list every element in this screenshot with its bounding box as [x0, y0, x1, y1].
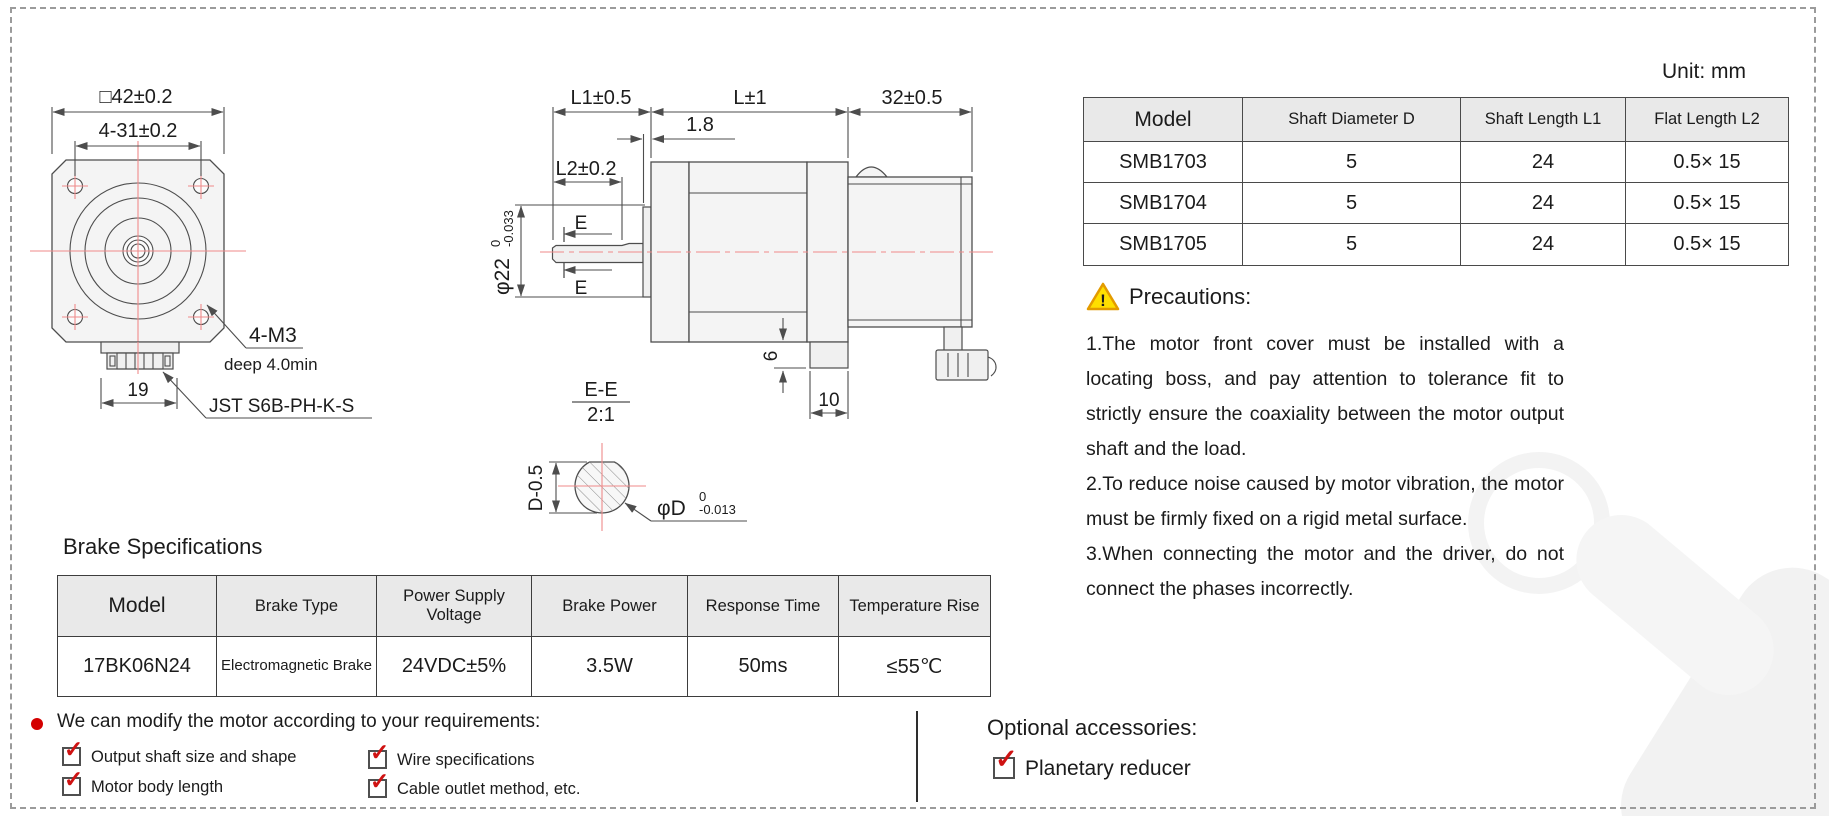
- model-cell: SMB1703: [1083, 141, 1243, 183]
- header-cell: Model: [1083, 97, 1243, 142]
- customization-intro: We can modify the motor according to you…: [57, 711, 541, 732]
- dim-shaft-diameter-tol-upper: 0: [699, 489, 706, 504]
- header-cell: Shaft Length L1: [1460, 97, 1626, 142]
- dim-flat-length: L2±0.2: [555, 158, 616, 180]
- table-header-row: Model Brake Type Power Supply Voltage Br…: [57, 575, 991, 637]
- data-cell: 5: [1242, 223, 1461, 266]
- header-cell: Response Time: [687, 575, 839, 637]
- section-divider: [916, 711, 918, 802]
- section-view-drawing: E-E 2:1 D-0.5 φD 0 -0.013: [526, 379, 747, 531]
- precaution-item: 3.When connecting the motor and the driv…: [1086, 543, 1564, 600]
- precautions-title: Precautions:: [1129, 284, 1252, 309]
- dim-shaft-diameter-tol-lower: -0.013: [699, 502, 736, 517]
- dim-rear-length: 32±0.5: [881, 87, 942, 109]
- warning-icon: !: [1086, 282, 1120, 311]
- header-cell: Brake Power: [531, 575, 688, 637]
- checkbox-icon: ✓: [62, 738, 83, 766]
- header-cell: Power Supply Voltage: [376, 575, 532, 637]
- dim-shaft-flat: D-0.5: [526, 465, 547, 511]
- checkmark-icon: ✓: [995, 744, 1018, 774]
- header-cell: Shaft Diameter D: [1242, 97, 1461, 142]
- data-cell: 50ms: [687, 636, 839, 697]
- data-cell: 0.5× 15: [1625, 223, 1789, 266]
- option-label: Cable outlet method, etc.: [397, 780, 581, 798]
- accessories-title: Optional accessories:: [987, 715, 1198, 740]
- data-cell: 24: [1460, 182, 1626, 224]
- model-cell: 17BK06N24: [57, 636, 217, 697]
- table-row: 17BK06N24 Electromagnetic Brake 24VDC±5%…: [57, 636, 991, 697]
- customization-option: ✓ Cable outlet method, etc.: [368, 770, 581, 799]
- bullet-icon: [31, 718, 43, 730]
- model-cell: SMB1704: [1083, 182, 1243, 224]
- dim-body-length: L±1: [733, 87, 766, 109]
- precautions-body: 1.The motor front cover must be installe…: [1086, 327, 1564, 607]
- section-mark-top: E: [575, 213, 588, 234]
- checkmark-icon: ✓: [370, 768, 390, 794]
- option-label: Output shaft size and shape: [91, 748, 297, 766]
- customization-option: ✓ Output shaft size and shape: [62, 738, 297, 767]
- svg-text:!: !: [1100, 291, 1106, 310]
- checkmark-icon: ✓: [64, 736, 84, 762]
- dim-hole-spacing: 4-31±0.2: [99, 120, 178, 142]
- option-label: Motor body length: [91, 778, 224, 796]
- data-cell: 5: [1242, 182, 1461, 224]
- header-cell: Brake Type: [216, 575, 377, 637]
- label-connector-type: JST S6B-PH-K-S: [209, 396, 354, 417]
- table-row: SMB1704 5 24 0.5× 15: [1083, 182, 1789, 224]
- data-cell: 24VDC±5%: [376, 636, 532, 697]
- data-cell: 0.5× 15: [1625, 182, 1789, 224]
- checkbox-icon: ✓: [368, 770, 389, 798]
- label-mounting-depth: deep 4.0min: [224, 355, 318, 374]
- brake-specifications-title: Brake Specifications: [63, 534, 263, 559]
- data-cell: 24: [1460, 223, 1626, 266]
- section-title: E-E: [584, 379, 617, 401]
- checkbox-icon: ✓: [62, 768, 83, 796]
- checkbox-icon: ✓: [993, 746, 1018, 779]
- dim-shaft-length: L1±0.5: [570, 87, 631, 109]
- dim-tab-width: 10: [818, 390, 839, 411]
- side-view-drawing: L1±0.5 L±1 32±0.5 1.8 L2±0.2 φ22 0: [488, 87, 998, 419]
- customization-option: ✓ Motor body length: [62, 768, 224, 797]
- dimensions-table: Model Shaft Diameter D Shaft Length L1 F…: [1083, 97, 1789, 266]
- table-header-row: Model Shaft Diameter D Shaft Length L1 F…: [1083, 97, 1789, 142]
- unit-label: Unit: mm: [1662, 60, 1746, 83]
- data-cell: Electromagnetic Brake: [216, 636, 377, 697]
- data-cell: 24: [1460, 141, 1626, 183]
- dim-shaft-diameter: φD: [657, 497, 686, 520]
- label-mounting-holes: 4-M3: [249, 324, 297, 347]
- checkbox-icon: ✓: [368, 741, 389, 769]
- section-scale: 2:1: [587, 404, 615, 426]
- table-row: SMB1703 5 24 0.5× 15: [1083, 141, 1789, 183]
- option-label: Planetary reducer: [1025, 757, 1191, 780]
- data-cell: ≤55℃: [838, 636, 991, 697]
- checkmark-icon: ✓: [64, 766, 84, 792]
- customization-option: ✓ Wire specifications: [368, 741, 535, 770]
- data-cell: 0.5× 15: [1625, 141, 1789, 183]
- checkmark-icon: ✓: [370, 739, 390, 765]
- dim-boss-diameter: φ22: [491, 258, 514, 295]
- data-cell: 3.5W: [531, 636, 688, 697]
- precautions-header: ! Precautions:: [1086, 282, 1251, 312]
- brake-specifications-table: Model Brake Type Power Supply Voltage Br…: [57, 575, 991, 697]
- dim-boss-diameter-tol-upper: 0: [488, 240, 503, 247]
- header-cell: Model: [57, 575, 217, 637]
- header-cell: Temperature Rise: [838, 575, 991, 637]
- front-view-drawing: □42±0.2 4-31±0.2 19 4-M3: [30, 86, 372, 419]
- model-cell: SMB1705: [1083, 223, 1243, 266]
- precaution-item: 2.To reduce noise caused by motor vibrat…: [1086, 473, 1564, 530]
- accessory-option: ✓ Planetary reducer: [993, 746, 1191, 781]
- dim-square-size: □42±0.2: [99, 86, 172, 108]
- header-cell: Flat Length L2: [1625, 97, 1789, 142]
- dim-rear-offset: 6: [761, 351, 782, 362]
- precaution-item: 1.The motor front cover must be installe…: [1086, 333, 1564, 460]
- dim-boss-diameter-tol-lower: -0.033: [501, 210, 516, 247]
- dim-boss-depth: 1.8: [686, 114, 714, 136]
- option-label: Wire specifications: [397, 751, 535, 769]
- section-mark-bottom: E: [575, 278, 588, 299]
- dim-connector-width: 19: [127, 380, 148, 401]
- table-row: SMB1705 5 24 0.5× 15: [1083, 223, 1789, 266]
- data-cell: 5: [1242, 141, 1461, 183]
